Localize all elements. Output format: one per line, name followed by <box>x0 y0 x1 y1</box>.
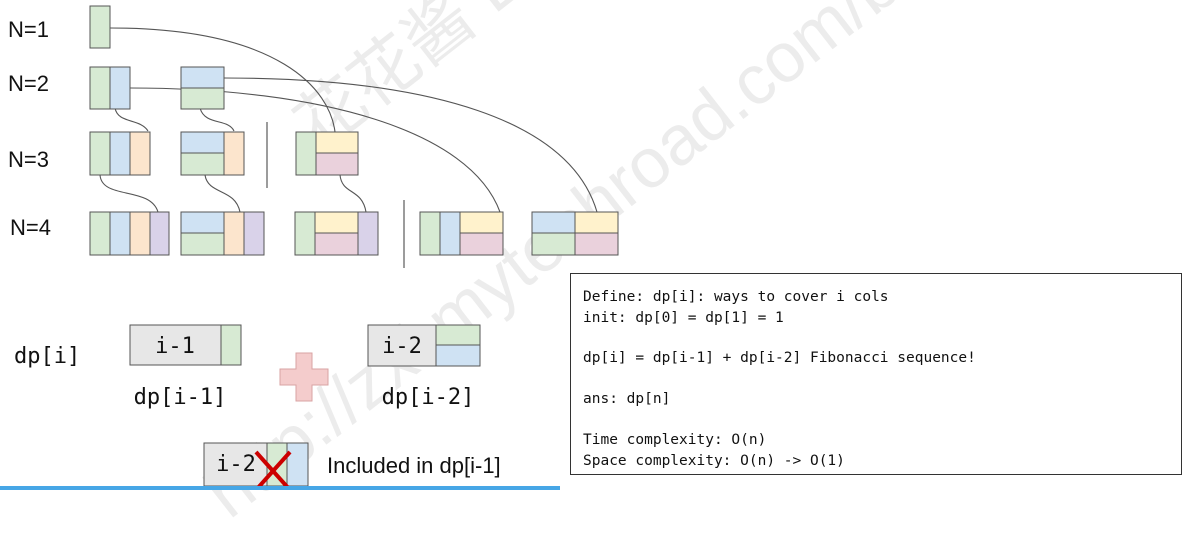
tile-n3c-horizontal-top <box>315 131 359 154</box>
info-line-recurrence: dp[i] = dp[i-1] + dp[i-2] Fibonacci sequ… <box>583 350 976 366</box>
dp-i-minus-1-label: dp[i-1] <box>133 385 227 410</box>
box-i-minus-2-horizontal-bottom <box>435 344 481 367</box>
tile-n2b-horizontal-bottom <box>180 87 225 110</box>
tile-n4c-horizontal-top <box>314 211 359 234</box>
tile-n4b-vertical-1 <box>223 211 245 256</box>
box-i-minus-1-vertical <box>220 324 242 366</box>
tile-n4c-vertical-1 <box>294 211 316 256</box>
bottom-progress-strip <box>0 486 560 490</box>
tile-n3b-vertical <box>223 131 245 176</box>
info-line-space: Space complexity: O(n) -> O(1) <box>583 453 845 469</box>
tile-n4a-vertical-4 <box>149 211 170 256</box>
tile-n2a-vertical-2 <box>109 66 131 110</box>
dp-i-minus-2-label: dp[i-2] <box>381 385 475 410</box>
info-line-answer: ans: dp[n] <box>583 391 671 407</box>
tile-n4a-vertical-3 <box>129 211 151 256</box>
excluded-box-label: i-2 <box>216 452 256 477</box>
tile-n4a-vertical-2 <box>109 211 131 256</box>
row-label-n4: N=4 <box>10 215 51 240</box>
tile-n4b-horizontal-bottom <box>180 232 225 256</box>
info-line-define: Define: dp[i]: ways to cover i cols <box>583 289 889 305</box>
tile-n3b-horizontal-bottom <box>180 152 225 176</box>
info-line-init: init: dp[0] = dp[1] = 1 <box>583 310 784 326</box>
definition-panel: Define: dp[i]: ways to cover i cols init… <box>570 273 1182 475</box>
tile-n4b-vertical-2 <box>243 211 265 256</box>
box-i-minus-2-gray <box>367 324 437 367</box>
tile-n4b-horizontal-top <box>180 211 225 234</box>
info-line-time: Time complexity: O(n) <box>583 432 767 448</box>
box-excluded-vertical-2 <box>286 442 309 487</box>
tile-n3c-horizontal-bottom <box>315 152 359 176</box>
tile-n4e-horizontal-4 <box>574 232 619 256</box>
connector-n2-to-n3-a <box>114 107 149 132</box>
row-label-n3: N=3 <box>8 147 49 172</box>
connector-n3-to-n4-a <box>99 174 159 213</box>
box-i-minus-2-horizontal-top <box>435 324 481 346</box>
included-caption: Included in dp[i-1] <box>327 453 501 478</box>
tile-n4c-vertical-2 <box>357 211 379 256</box>
tiling-diagram <box>0 5 619 490</box>
plus-icon <box>279 352 329 402</box>
connector-n1-to-n3 <box>109 27 336 133</box>
connector-n2h-to-n4 <box>223 77 598 213</box>
tile-n4c-horizontal-bottom <box>314 232 359 256</box>
tile-n3a-vertical-3 <box>129 131 151 176</box>
box-i-minus-1-gray <box>129 324 222 366</box>
dp-i-label: dp[i] <box>14 344 81 369</box>
term1-box-label: i-1 <box>155 334 195 359</box>
tile-n3c-vertical <box>295 131 317 176</box>
tile-n4e-horizontal-3 <box>574 211 619 234</box>
tile-n3a-vertical-2 <box>109 131 131 176</box>
tile-n2a-vertical-1 <box>89 66 111 110</box>
tile-n4d-horizontal-bottom <box>459 232 504 256</box>
tile-n4e-horizontal-1 <box>531 211 576 234</box>
tile-n1-vertical <box>89 5 111 49</box>
tile-n4d-vertical-1 <box>419 211 441 256</box>
tile-n3b-horizontal-top <box>180 131 225 154</box>
box-excluded-gray <box>203 442 268 487</box>
tile-n4a-vertical-1 <box>89 211 111 256</box>
row-label-n1: N=1 <box>8 17 49 42</box>
connector-n2-to-n3-b <box>199 107 235 132</box>
tile-n3a-vertical-1 <box>89 131 111 176</box>
row-label-n2: N=2 <box>8 71 49 96</box>
tile-n2b-horizontal-top <box>180 66 225 89</box>
cross-icon-stroke-2 <box>254 450 292 490</box>
tile-n4d-vertical-2 <box>439 211 461 256</box>
tile-n4e-horizontal-2 <box>531 232 576 256</box>
tile-n4d-horizontal-top <box>459 211 504 234</box>
connector-n3-to-n4-c <box>339 174 367 213</box>
term2-box-label: i-2 <box>382 334 422 359</box>
connector-n3-to-n4-b <box>204 174 241 213</box>
